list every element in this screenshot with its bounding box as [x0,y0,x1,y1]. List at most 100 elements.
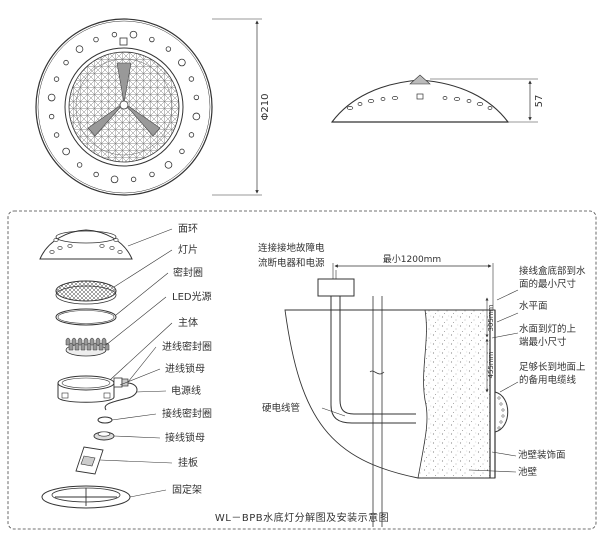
wall-lamp-hole [501,414,505,418]
ring-hole [179,148,185,155]
ring-hole [75,45,84,53]
part-leader-line [99,459,173,464]
ring-hole [49,250,55,254]
wall-lamp-hole [497,396,501,400]
part-wiring-nut [93,431,115,441]
ring-hole [113,238,119,242]
top-view-holes [47,30,201,184]
ring-hole [149,36,155,43]
ring-hole [188,132,195,138]
ring-hole [165,46,172,52]
box-note-line1: 接线盒底部到水 [519,265,586,277]
part-leader-line [129,489,167,498]
led-bulb [92,342,98,351]
installation-diagram: 最小1200mm 305mm 455mm 连接接地故障电 流断电器和电源 接线盒… [258,242,586,527]
part-fixing-bracket [41,485,131,509]
part-label-hanging-plate: 挂板 [178,456,198,469]
ring-hole [93,36,99,43]
ring-hole [76,162,83,168]
part-leader-line [105,296,167,346]
led-bulb [83,337,89,346]
side-hole [380,97,386,101]
side-view-lamp [330,74,510,123]
part-lens [55,280,117,305]
face-ring-holes [49,238,123,254]
part-leader-line [111,413,157,421]
ring-hole [62,147,70,156]
part-face-ring [39,229,133,260]
ring-hole [99,244,105,248]
part-seal-ring [55,308,117,326]
ring-hole [129,30,138,39]
wall-finish-label: 池壁装饰面 [518,449,566,461]
box-note-line2: 面的最小尺寸 [519,278,577,290]
part-body [57,375,138,411]
top-view-lamp [35,18,213,196]
cable-note-line2: 的备用电缆线 [519,374,577,386]
ring-hole [193,94,200,101]
cable-note-line1: 足够长到地面上 [519,361,586,373]
ring-hole [178,58,186,67]
part-label-wiring-seal: 接线密封圈 [162,407,212,420]
part-leader-line [127,346,157,383]
top-view-center-mark [87,62,161,137]
part-label-inlet-nut: 进线锁母 [165,362,205,375]
part-leader-line [109,322,173,381]
part-leader-line [113,435,161,439]
led-bulb [80,342,86,351]
lamp-note-line2: 端最小尺寸 [519,336,567,348]
ring-hole [188,76,195,82]
led-bulb [68,342,74,351]
height-dimension: 57 [430,78,545,123]
part-leader-line [127,228,173,247]
wall-lamp-hole [501,408,505,412]
side-hole [466,99,472,103]
ring-hole [48,113,55,120]
ring-hole [47,93,56,102]
ring-hole [67,244,73,248]
part-label-face-ring: 面环 [178,224,198,235]
led-bulb [71,337,77,346]
part-leader-line [115,272,169,316]
part-leader-line [135,390,167,393]
led-bulb [86,342,92,351]
wall-label: 池壁 [518,466,538,478]
conduit-label: 硬电线管 [262,402,300,414]
diagram-caption: WL－BPB水底灯分解图及安装示意图 [215,511,389,524]
ring-hole [53,76,60,82]
led-bulb [77,337,83,346]
dim-305-label: 305mm [487,304,495,331]
part-wiring-seal [97,416,113,424]
ring-hole [164,161,173,169]
side-hole [391,96,399,100]
ring-hole [53,132,60,138]
dim-455-label: 455mm [487,351,495,378]
ring-hole [109,246,115,250]
side-hole [367,99,375,103]
wall-lamp-hole [499,402,503,406]
ring-hole [57,246,63,250]
led-bulb [101,337,107,346]
diameter-label: Φ210 [260,94,271,121]
side-view-holes [346,96,493,110]
junction-note-line1: 连接接地故障电 [258,242,325,254]
part-label-lens: 灯片 [178,243,198,256]
side-hole [487,106,493,110]
water-surface-label: 水平面 [519,300,548,312]
junction-note-line2: 流断电器和电源 [258,257,325,269]
top-view-logo-mark [119,37,128,46]
diameter-dimension: Φ210 [212,18,271,196]
ring-hole [192,112,201,121]
lamp-note-line1: 水面到灯的上 [519,323,577,335]
lower-panel-frame [7,210,597,530]
part-leader-line [119,368,161,386]
side-hole [453,97,461,101]
exploded-view: 面环 灯片 密封圈 LED光源 主体 进线密封圈 进线锁母 电源线 接线密封圈 … [39,224,212,509]
part-label-led-source: LED光源 [172,290,212,303]
led-bulb [89,337,95,346]
led-bulb [65,337,71,346]
ring-hole [110,175,119,184]
ring-hole [63,59,69,66]
part-label-body: 主体 [178,317,198,329]
